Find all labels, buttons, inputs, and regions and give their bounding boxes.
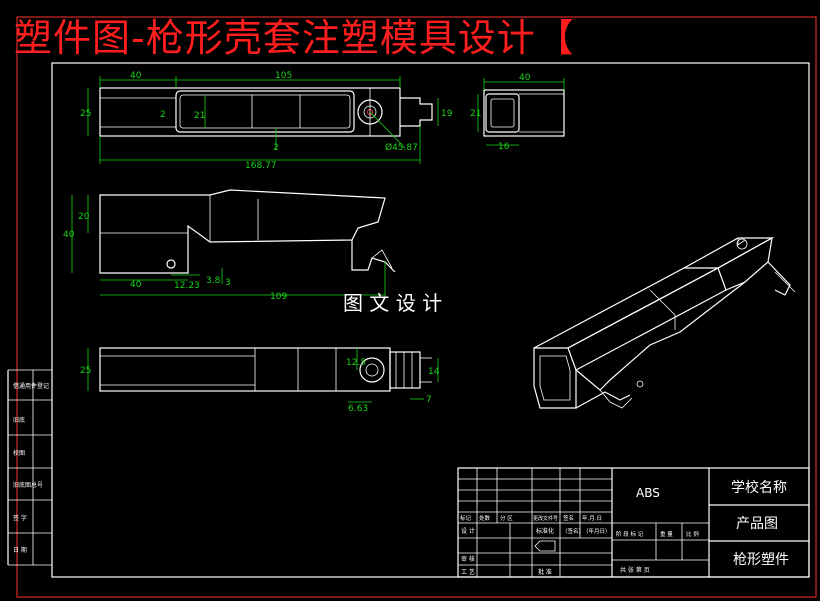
dim-mid-40b: 40 [63, 230, 75, 240]
title-block: ABS 学校名称 产品图 枪形塑件 标记 处数 分 区 更改文件号 签名 年.月… [457, 467, 810, 578]
dim-top-105: 105 [275, 71, 292, 81]
top-view: 40 105 25 21 2 2 19 Ø45.87 168.77 [80, 71, 453, 171]
header-cell-0: 标记 [460, 514, 472, 522]
side-label-4: 签 字 [13, 514, 27, 522]
dim-bot-14: 14 [428, 367, 440, 377]
part-name: 枪形塑件 [733, 551, 789, 568]
row-review: 审 核 [461, 555, 475, 563]
dim-bot-125: 12.5 [346, 358, 366, 368]
side-label-1: 旧底 [13, 416, 25, 424]
stage-cell-0: 阶 段 标 记 [616, 530, 644, 538]
dim-mid-38: 3.8 [206, 276, 221, 286]
row-approve: 批 准 [538, 568, 552, 576]
dim-mid-109: 109 [270, 292, 287, 302]
dim-mid-20: 20 [78, 212, 90, 222]
dim-mid-1223: 12.23 [174, 281, 200, 291]
drawing-type: 产品图 [736, 516, 778, 532]
header-cell-5: 年.月.日 [582, 514, 602, 522]
material-text: ABS [636, 486, 660, 500]
dim-mid-3: 3 [225, 278, 231, 288]
stage-cell-2: 比 例 [686, 530, 699, 538]
dim-bot-7: 7 [426, 395, 432, 405]
bottom-view: 25 12.5 6.63 14 7 [80, 347, 440, 414]
row-sign: （签名） [562, 527, 584, 535]
dim-top-2a: 2 [160, 110, 166, 120]
dim-top-40: 40 [130, 71, 142, 81]
school-name: 学校名称 [731, 479, 787, 496]
drawing-title: 塑件图-枪形壳套注塑模具设计【 [14, 16, 575, 60]
end-view: 40 21 16 [470, 73, 565, 152]
header-cell-1: 处数 [479, 514, 491, 522]
side-register: 借通用件登记 旧底 校图 旧底图总号 签 字 日 期 [7, 369, 52, 566]
row-date: （年月日） [583, 527, 611, 535]
outer-frame [16, 16, 817, 598]
side-view: 40 20 40 12.23 3.8 3 109 [63, 189, 396, 302]
side-label-5: 日 期 [13, 546, 27, 554]
dim-top-16877: 168.77 [245, 161, 277, 171]
dim-tr-40: 40 [519, 73, 531, 83]
watermark-text: 图 文 设 计 [343, 291, 442, 315]
dim-top-2b: 2 [273, 143, 279, 153]
dim-top-4587: Ø45.87 [385, 142, 418, 153]
row-design: 设 计 [461, 527, 475, 535]
side-label-2: 校图 [13, 449, 25, 457]
dim-tr-21: 21 [470, 109, 481, 119]
inner-frame [51, 62, 810, 578]
isometric-view [533, 236, 796, 409]
row-process: 工 艺 [461, 568, 475, 576]
dim-mid-40: 40 [130, 280, 142, 290]
arrow-symbol-icon [534, 540, 556, 552]
dim-tr-16: 16 [498, 142, 510, 152]
stage-cell-1: 重 量 [660, 530, 673, 538]
row-std: 标准化 [536, 527, 554, 535]
dim-top-25: 25 [80, 109, 91, 119]
side-label-3: 旧底图总号 [13, 481, 43, 489]
header-cell-4: 签名 [563, 514, 574, 522]
header-cell-2: 分 区 [500, 514, 513, 522]
header-cell-3: 更改文件号 [533, 515, 558, 522]
dim-top-21: 21 [194, 111, 205, 121]
dim-bot-25: 25 [80, 366, 91, 376]
dim-bot-663: 6.63 [348, 404, 368, 414]
side-label-0: 借通用件登记 [13, 382, 49, 390]
sheets-text: 共 张 第 页 [620, 566, 650, 574]
dim-top-19: 19 [441, 109, 453, 119]
